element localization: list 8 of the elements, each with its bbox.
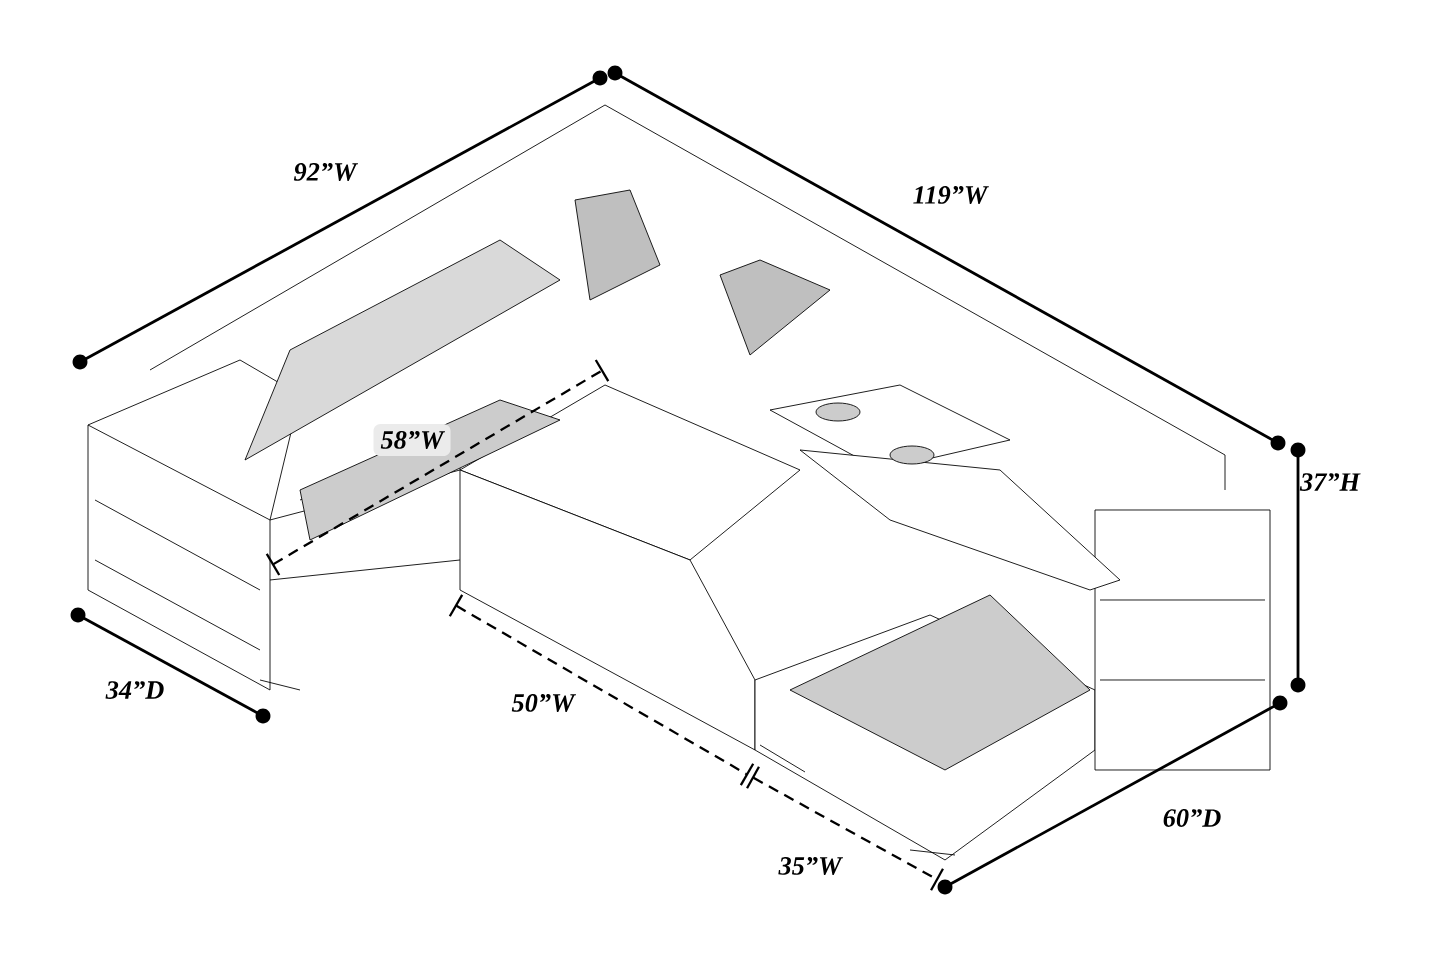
- dimension-label: 50”W: [511, 694, 577, 712]
- dimension-label: 34”D: [105, 681, 164, 699]
- dimension-label: 92”W: [293, 163, 359, 181]
- dimension-label: 119”W: [913, 186, 989, 204]
- dimension-label: 37”H: [1299, 473, 1361, 491]
- dimension-label: 58”W: [373, 424, 451, 456]
- dimension-label: 60”D: [1163, 809, 1221, 827]
- dimension-label: 35”W: [778, 857, 844, 875]
